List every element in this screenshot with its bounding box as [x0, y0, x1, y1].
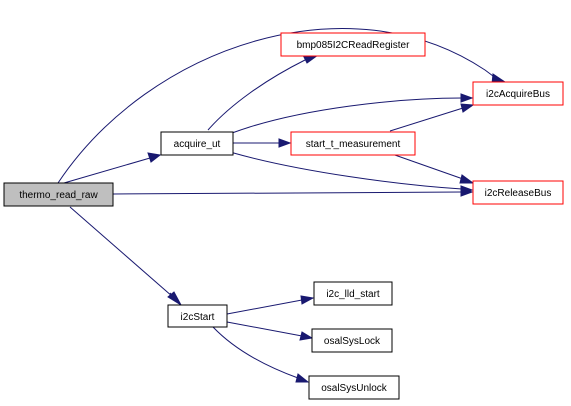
- node-label: thermo_read_raw: [19, 190, 98, 201]
- edge-acquire-ut-to-bmp085-read-register: [207, 54, 320, 131]
- edge-start-t-measurement-to-i2c-acquire-bus: [389, 103, 475, 132]
- edge-i2c-start-to-osal-sys-unlock: [212, 326, 310, 383]
- node-i2c-lld-start[interactable]: i2c_lld_start: [313, 281, 393, 306]
- node-label: i2cReleaseBus: [485, 188, 552, 199]
- node-label: i2cAcquireBus: [486, 89, 550, 100]
- node-start-t-measurement[interactable]: start_t_measurement: [290, 131, 416, 156]
- edge-acquire-ut-to-start-t-measurement: [233, 138, 292, 148]
- node-label: osalSysUnlock: [321, 383, 388, 394]
- edge-start-t-measurement-to-i2c-release-bus: [391, 153, 475, 184]
- edge-i2c-start-to-osal-sys-lock: [226, 321, 314, 341]
- edge-thermo-read-raw-to-i2c-start: [69, 206, 183, 307]
- edge-acquire-ut-to-i2c-release-bus: [229, 151, 474, 195]
- edge-acquire-ut-to-i2c-acquire-bus: [231, 93, 474, 134]
- node-label: bmp085I2CReadRegister: [297, 40, 411, 51]
- node-i2c-start[interactable]: i2cStart: [167, 304, 228, 328]
- edge-thermo-read-raw-to-acquire-ut: [63, 152, 162, 184]
- node-label: acquire_ut: [174, 139, 221, 150]
- node-acquire-ut[interactable]: acquire_ut: [160, 131, 234, 156]
- node-i2c-acquire-bus[interactable]: i2cAcquireBus: [472, 81, 564, 106]
- edges: [57, 28, 507, 383]
- node-i2c-release-bus[interactable]: i2cReleaseBus: [472, 180, 564, 205]
- node-label: osalSysLock: [324, 336, 381, 347]
- node-label: i2cStart: [181, 312, 215, 323]
- node-osal-sys-lock[interactable]: osalSysLock: [311, 328, 393, 353]
- node-label: i2c_lld_start: [326, 289, 380, 300]
- node-bmp085-i2c-read-register[interactable]: bmp085I2CReadRegister: [280, 32, 426, 57]
- nodes: thermo_read_raw acquire_ut bmp085I2CRead…: [3, 32, 564, 400]
- edge-thermo-read-raw-to-i2c-release-bus: [112, 187, 474, 197]
- edge-i2c-start-to-i2c-lld-start: [226, 295, 315, 315]
- node-label: start_t_measurement: [306, 139, 401, 150]
- node-osal-sys-unlock[interactable]: osalSysUnlock: [308, 375, 400, 400]
- node-thermo-read-raw[interactable]: thermo_read_raw: [3, 182, 114, 207]
